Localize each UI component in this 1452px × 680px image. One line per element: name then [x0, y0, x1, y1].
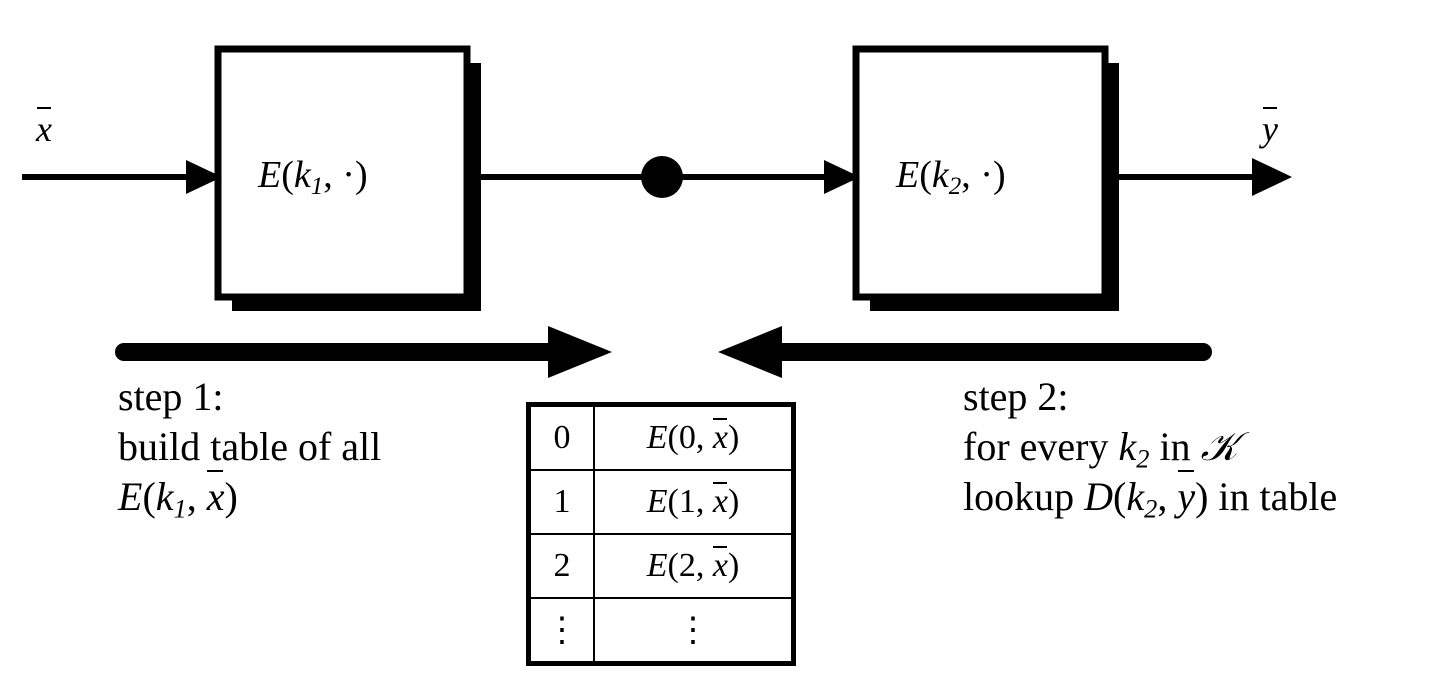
first-encryption-block-frame — [214, 45, 471, 301]
output-label: y — [1262, 106, 1278, 149]
step-2-lookup: lookup — [963, 474, 1075, 519]
second-block-comma: , — [961, 154, 981, 196]
second-block-close-paren: ) — [992, 154, 1006, 196]
second-block-key: k — [931, 154, 949, 196]
table-row: 0 E(0, x) — [527, 403, 795, 471]
second-block-dot: · — [980, 154, 993, 196]
output-wire — [1105, 158, 1292, 196]
table-row: 2 E(2, x) — [527, 533, 795, 599]
table-cell-key: 1 — [527, 469, 595, 535]
table-cell-key: 0 — [527, 403, 595, 471]
midpoint-node — [641, 156, 683, 198]
first-block-open-paren: ( — [281, 154, 294, 196]
table-cell-value: E(2, x) — [593, 533, 795, 599]
first-block-fn: E — [258, 154, 282, 196]
input-label: x — [36, 106, 52, 149]
table-cell-value: E(1, x) — [593, 469, 795, 535]
second-block-fn: E — [896, 154, 920, 196]
table-row: ⋮ ⋮ — [527, 597, 795, 665]
step-2-in-table: in table — [1218, 474, 1338, 519]
input-wire — [22, 160, 222, 194]
step-2-line-1: step 2: — [963, 374, 1069, 419]
first-block-comma: , — [323, 154, 343, 196]
step-2-line-2: for every k2 in 𝒦 — [963, 424, 1238, 474]
step-1-line-3: E(k1, x) — [118, 470, 238, 524]
table-cell-key: ⋮ — [527, 597, 595, 665]
lookup-table: 0 E(0, x) 1 E(1, x) 2 E(2, x) ⋮ ⋮ — [526, 402, 796, 666]
table-cell-value: E(0, x) — [593, 403, 795, 471]
step-2-arrow — [718, 326, 1212, 378]
table-cell-value: ⋮ — [593, 597, 795, 665]
lookup-table-body: 0 E(0, x) 1 E(1, x) 2 E(2, x) ⋮ ⋮ — [527, 403, 795, 665]
step-2-line-3: lookup D(k2, y) in table — [963, 470, 1338, 524]
step-1-caption: step 1: build table of all E(k1, x) — [118, 372, 382, 524]
table-cell-key: 2 — [527, 533, 595, 599]
script-k-symbol: 𝒦 — [1200, 424, 1238, 469]
first-encryption-block-label: E(k1, ·) — [258, 153, 368, 201]
second-encryption-block-frame — [852, 45, 1109, 301]
second-block-key-index: 2 — [948, 173, 962, 201]
first-block-key: k — [293, 154, 311, 196]
step-1-arrow — [115, 326, 612, 378]
first-block-dot: · — [342, 154, 355, 196]
second-block-open-paren: ( — [919, 154, 932, 196]
first-block-key-index: 1 — [310, 173, 324, 201]
table-row: 1 E(1, x) — [527, 469, 795, 535]
first-block-close-paren: ) — [354, 154, 368, 196]
step-2-caption: step 2: for every k2 in 𝒦 lookup D(k2, y… — [963, 372, 1338, 524]
step-2-in: in — [1159, 424, 1191, 469]
step-1-line-1: step 1: — [118, 374, 224, 419]
step-1-line-2: build table of all — [118, 424, 382, 469]
step-2-D: D — [1084, 474, 1114, 519]
step-2-for-every: for every — [963, 424, 1109, 469]
second-encryption-block-label: E(k2, ·) — [896, 153, 1006, 201]
middle-wire — [467, 156, 860, 198]
